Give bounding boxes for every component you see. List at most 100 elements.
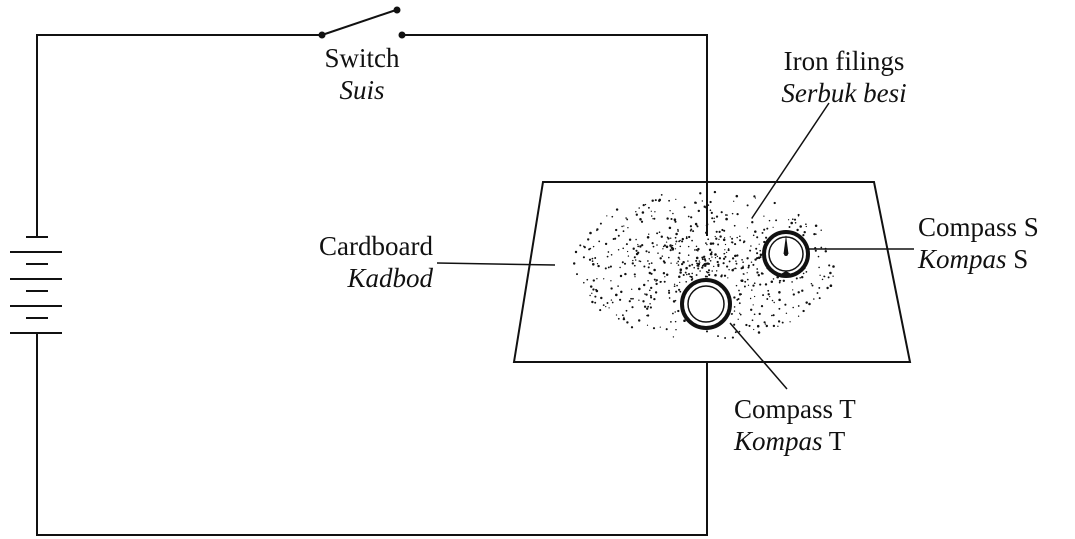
iron-filing-dot [814,249,817,252]
iron-filing-dot [820,229,822,232]
iron-filing-dot [669,249,672,252]
iron-filing-dot [706,229,708,232]
iron-filing-dot [709,242,713,245]
iron-filing-dot [594,301,597,304]
iron-filing-dot [574,250,578,254]
iron-filing-dot [668,291,671,294]
iron-filing-dot [735,284,738,287]
iron-filing-dot [756,252,759,255]
iron-filing-dot [674,243,677,245]
iron-filing-dot [748,324,751,327]
iron-filing-dot [692,230,695,233]
iron-filing-dot [607,251,610,253]
iron-filing-dot [673,283,676,285]
iron-filing-dot [805,225,807,228]
iron-filing-dot [741,258,743,261]
iron-filing-dot [796,228,799,232]
iron-filing-dot [761,231,764,234]
iron-filing-dot [829,271,832,275]
iron-filing-dot [714,257,717,259]
iron-filing-dot [588,258,592,261]
iron-filing-dot [650,210,652,212]
iron-filing-dot [801,289,804,292]
iron-filing-dot [737,318,739,320]
iron-filing-dot [688,264,691,267]
iron-filing-dot [690,278,693,281]
iron-filing-dot [690,216,693,219]
iron-filing-dot [648,262,651,265]
iron-filing-dot [690,275,693,279]
iron-filing-dot [826,286,829,290]
iron-filing-dot [708,273,711,277]
iron-filing-dot [785,312,788,315]
iron-filing-dot [671,248,675,251]
iron-filing-dot [747,264,750,267]
switch-label: Switch [324,43,400,73]
iron-filing-dot [763,228,766,231]
iron-filing-dot [652,245,655,248]
iron-filing-dot [697,262,700,266]
iron-filing-dot [643,305,647,308]
iron-filing-dot [750,245,752,247]
iron-filing-dot [626,218,629,221]
iron-filing-dot [678,252,681,255]
iron-filing-dot [734,254,737,258]
iron-filing-dot [617,248,620,251]
iron-filing-dot [714,253,717,256]
iron-filing-dot [606,255,609,258]
iron-filing-dot [722,238,726,242]
iron-filing-dot [787,219,790,221]
iron-filing-dot [754,197,757,199]
iron-filing-dot [648,233,650,235]
iron-filing-dot [673,218,677,221]
iron-filing-dot [622,230,625,233]
iron-filing-dot [808,302,811,306]
compass-s-malay-suffix: S [1013,244,1029,274]
iron-filing-dot [701,266,704,269]
iron-filing-dot [711,242,715,245]
iron-filing-dot [697,247,700,251]
iron-filing-dot [715,215,719,218]
iron-filing-dot [750,261,753,263]
iron-filing-dot [727,277,729,279]
iron-filing-dot [731,212,734,215]
iron-filing-dot [647,266,650,269]
iron-filing-dot [647,206,650,209]
iron-filing-dot [623,316,625,319]
iron-filing-dot [724,255,727,258]
iron-filing-dot [805,271,808,273]
iron-filing-dot [654,211,656,213]
iron-filing-dot [724,243,727,246]
iron-filing-dot [709,209,712,212]
iron-filing-dot [740,279,743,282]
switch [318,6,406,39]
switch-label-malay: Suis [339,75,385,105]
iron-filing-dot [633,256,636,259]
iron-filing-dot [617,317,620,320]
iron-filing-dot [706,243,708,246]
iron-filing-dot [591,292,593,294]
iron-filing-dot [674,299,677,302]
iron-filing-dot [694,201,697,204]
iron-filing-dot [733,200,735,202]
iron-filing-dot [721,274,723,276]
iron-filing-dot [763,215,765,217]
iron-filing-dot [788,226,791,228]
compass-s [762,230,810,278]
iron-filing-dot [668,199,671,202]
iron-filing-dot [596,263,599,265]
iron-filing-dot [651,199,654,202]
compass-t-malay-word: Kompas [734,426,823,456]
iron-filing-dot [589,231,592,235]
iron-filing-dot [706,271,709,274]
iron-filing-dot [746,272,748,274]
iron-filing-dot [662,248,664,250]
iron-filing-dot [623,262,627,265]
iron-filing-dot [662,272,666,275]
iron-filing-dot [758,312,761,316]
iron-filing-dot [703,255,706,258]
iron-filing-dot [670,321,672,323]
iron-filing-dot [631,306,634,309]
iron-filing-dot [735,260,737,262]
iron-filing-dot [691,239,693,242]
